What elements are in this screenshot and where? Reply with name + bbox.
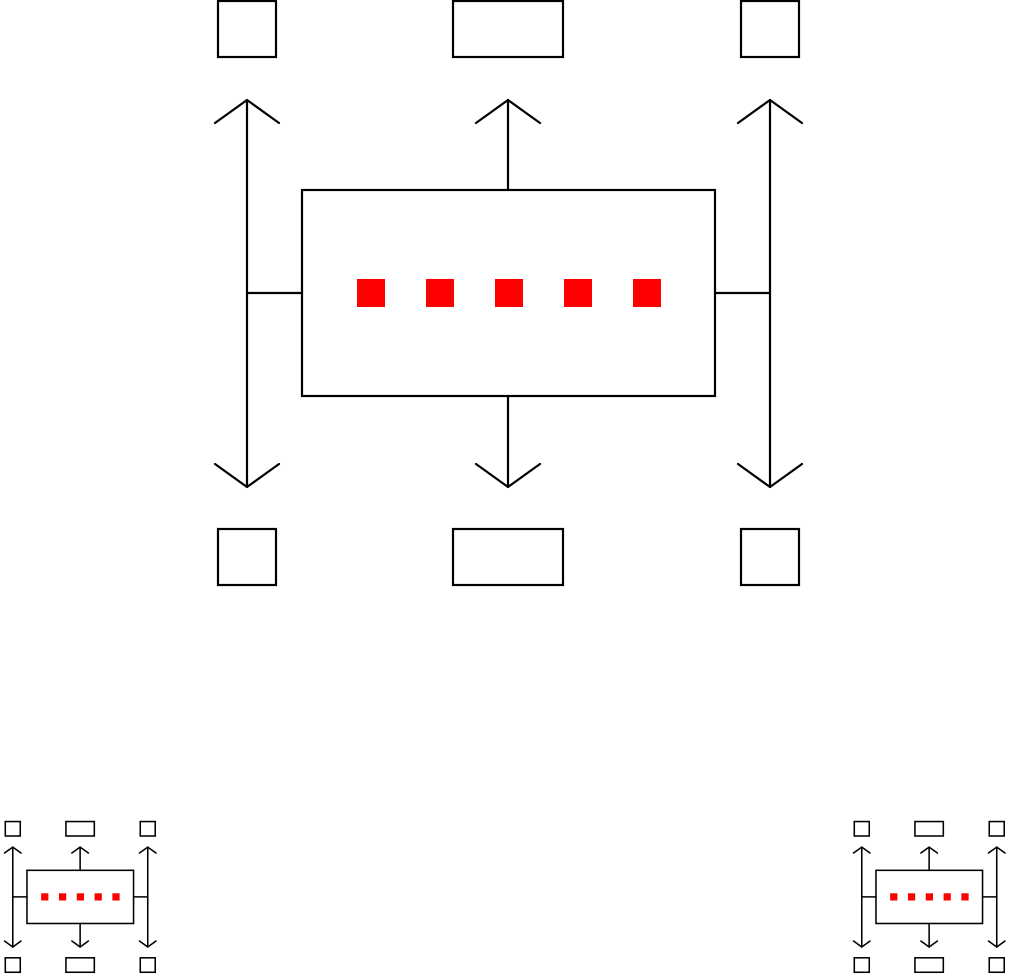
bottom-left-box [853,957,871,974]
bottom-center-box [451,527,565,587]
left-arrow-head-up [852,846,871,854]
left-arrow-head-down [213,462,281,489]
bottom-left-box [4,957,22,974]
red-dot-1 [41,893,49,901]
top-center-box [451,0,565,59]
center-up-arrow-head [474,98,542,125]
center-up-arrow-head [71,846,90,854]
center-down-arrow-head [474,462,542,489]
red-dot-2 [426,279,454,307]
red-dot-4 [94,893,102,901]
right-arrow-head-down [138,940,157,948]
top-right-box [988,820,1005,837]
red-dot-2 [58,893,67,901]
red-dot-3 [76,893,84,901]
right-arrow-head-up [736,98,804,125]
red-dot-2 [907,893,916,901]
left-arrow-head-up [213,98,281,125]
thumbnail-icon-left [0,820,160,980]
left-arrow-head-down [852,940,871,948]
structure-layout-icon [213,0,804,587]
red-dot-3 [495,279,523,307]
thumbnail-icon-right [849,820,1009,980]
top-right-box [739,0,801,59]
red-dot-4 [943,893,951,901]
center-down-arrow-head [920,940,939,948]
center-down-arrow-head [71,940,90,948]
main-icon [213,0,804,587]
top-left-box [216,0,278,59]
red-dot-4 [564,279,592,307]
red-dot-1 [890,893,898,901]
top-center-box [65,820,96,837]
top-left-box [4,820,22,837]
bottom-right-box [139,957,156,974]
left-arrow-head-down [3,940,22,948]
red-dot-5 [112,893,120,901]
bottom-left-box [216,527,278,587]
right-arrow-head-down [736,462,804,489]
bottom-center-box [914,957,945,974]
center-up-arrow-head [920,846,939,854]
bottom-right-box [739,527,801,587]
right-arrow-head-up [138,846,157,854]
red-dot-3 [925,893,933,901]
red-dot-5 [633,279,661,307]
top-center-box [914,820,945,837]
red-dot-5 [961,893,969,901]
top-right-box [139,820,156,837]
bottom-center-box [65,957,96,974]
structure-layout-icon-small [3,820,157,974]
top-left-box [853,820,871,837]
red-dot-1 [357,279,385,307]
left-arrow-head-up [3,846,22,854]
bottom-right-box [988,957,1005,974]
right-arrow-head-up [987,846,1006,854]
structure-layout-icon-small [852,820,1006,974]
right-arrow-head-down [987,940,1006,948]
